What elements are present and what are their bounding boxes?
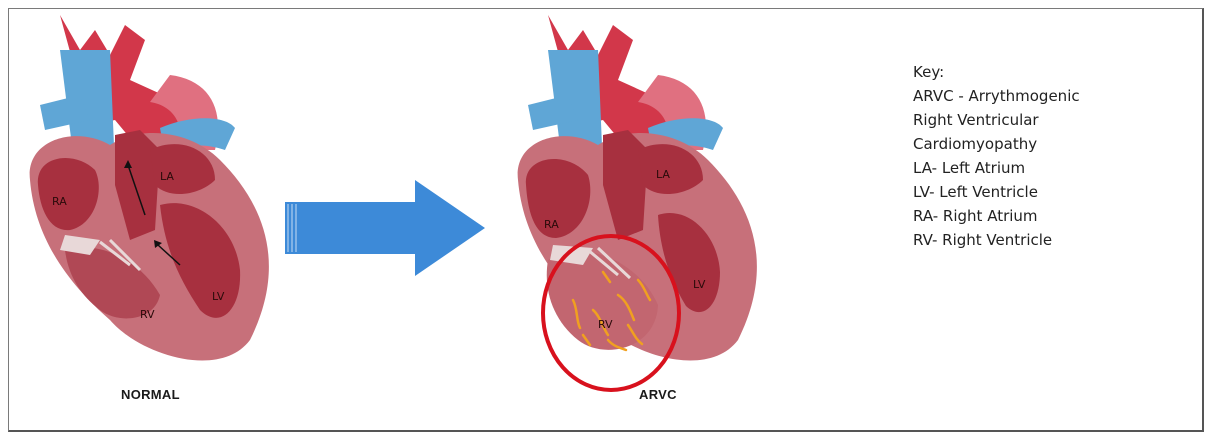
key-line: ARVC - Arrythmogenic bbox=[913, 84, 1080, 108]
label-lv: LV bbox=[212, 290, 225, 303]
label-ra: RA bbox=[52, 195, 67, 208]
arvc-caption: ARVC bbox=[639, 387, 677, 402]
key-line: LA- Left Atrium bbox=[913, 156, 1080, 180]
key-line: RV- Right Ventricle bbox=[913, 228, 1080, 252]
arvc-heart-illustration: RA LA LV RV bbox=[508, 10, 808, 370]
label-rv: RV bbox=[140, 308, 155, 321]
label-la: LA bbox=[656, 168, 670, 181]
label-ra: RA bbox=[544, 218, 559, 231]
normal-caption: NORMAL bbox=[121, 387, 180, 402]
label-la: LA bbox=[160, 170, 174, 183]
label-lv: LV bbox=[693, 278, 706, 291]
label-rv: RV bbox=[598, 318, 613, 331]
transition-arrow bbox=[285, 180, 490, 280]
key-line: RA- Right Atrium bbox=[913, 204, 1080, 228]
key-title: Key: bbox=[913, 60, 1080, 84]
key-line: Cardiomyopathy bbox=[913, 132, 1080, 156]
arrow-shape bbox=[285, 180, 485, 276]
key-line: Right Ventricular bbox=[913, 108, 1080, 132]
key-line: LV- Left Ventricle bbox=[913, 180, 1080, 204]
key-legend: Key: ARVC - Arrythmogenic Right Ventricu… bbox=[913, 60, 1080, 252]
normal-heart-illustration: RA LA LV RV bbox=[20, 10, 320, 370]
